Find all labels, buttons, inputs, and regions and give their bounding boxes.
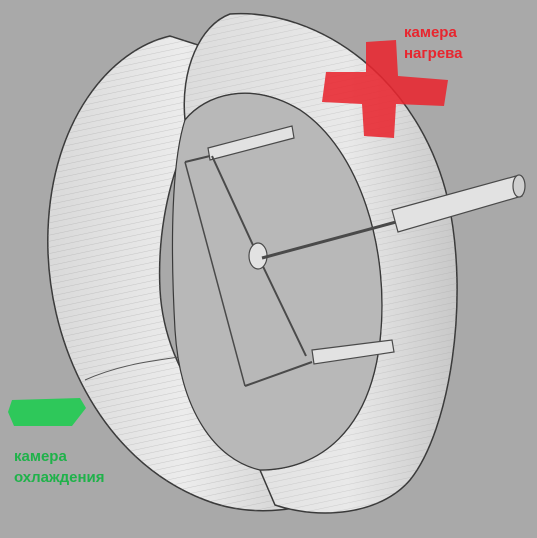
cooling-label-line-2: охлаждения (14, 469, 105, 486)
cooling-label-line-1: камера (14, 448, 67, 465)
cooling-marker (8, 398, 86, 426)
heating-chamber-label: камера нагрева (404, 22, 463, 64)
heating-label-line-2: нагрева (404, 45, 463, 62)
heating-ring (171, 12, 458, 514)
heating-marker (322, 40, 448, 138)
internal-frame (184, 125, 526, 387)
cooling-chamber-label: камера охлаждения (14, 446, 105, 488)
heating-label-line-1: камера (404, 24, 457, 41)
